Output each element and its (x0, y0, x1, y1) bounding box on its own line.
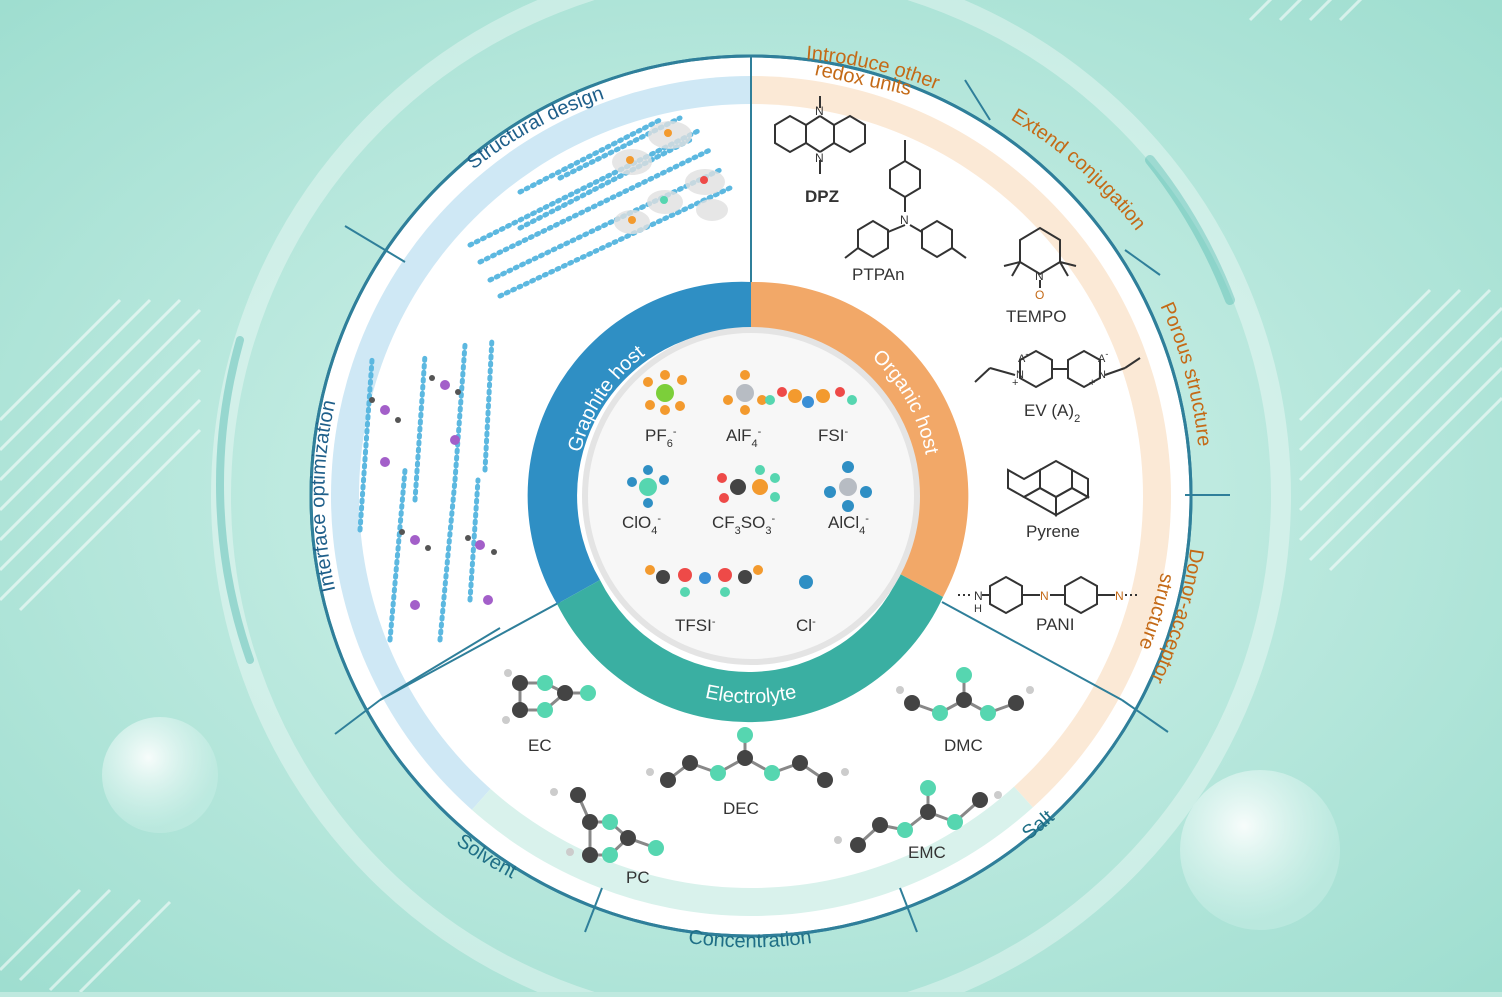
pani-n3: N (1115, 589, 1124, 603)
dec-model (646, 727, 849, 788)
clo4-model (627, 465, 669, 508)
pc-model (550, 787, 664, 863)
dpz-structure (774, 96, 866, 174)
pyrene-structure (1007, 459, 1091, 517)
ec-model (502, 669, 596, 724)
pani-h: H (974, 603, 982, 615)
cf3so3-model (717, 465, 780, 503)
anion-cf3so3: CF3SO3- (712, 513, 775, 537)
fsi-model (765, 387, 857, 408)
label-ptpan: PTPAn (852, 265, 905, 284)
outer-arc-left (216, 336, 254, 664)
pani-n1: N (974, 589, 983, 603)
dpz-n-top: N (815, 104, 824, 118)
anion-cl: Cl- (796, 616, 816, 635)
label-tempo: TEMPO (1006, 307, 1066, 326)
anion-fsi: FSI- (818, 426, 848, 445)
label-pc: PC (626, 868, 650, 887)
pf6-model (643, 370, 687, 415)
anion-alcl4: AlCl4- (828, 513, 869, 537)
pani-structure (958, 575, 1138, 615)
ptpan-structure (844, 140, 967, 259)
label-emc: EMC (908, 843, 946, 862)
label-ev: EV (A)2 (1024, 401, 1080, 425)
label-ec: EC (528, 736, 552, 755)
dmc-model (896, 667, 1034, 721)
inner-ring-graphite (527, 281, 751, 604)
decor-bubble-right (1180, 770, 1340, 930)
decor-bubble-left (102, 717, 218, 833)
label-dec: DEC (723, 799, 759, 818)
ev-a-right: A- (1098, 349, 1108, 365)
label-dmc: DMC (944, 736, 983, 755)
anion-clo4: ClO4- (622, 513, 661, 537)
tempo-structure (1003, 226, 1077, 288)
anion-tfsi: TFSI- (675, 616, 716, 635)
tfsi-model (645, 565, 763, 597)
label-dpz: DPZ (805, 187, 839, 206)
label-concentration: Concentration (687, 926, 813, 952)
ev-plus-left: + (1012, 377, 1018, 389)
graphite-sheets-structural (467, 115, 733, 299)
inner-ring-electrolyte (557, 574, 943, 723)
ev-n-left: N (1016, 369, 1024, 381)
inner-ring-organic (751, 281, 969, 597)
ev-structure (974, 349, 1141, 389)
tempo-o: O (1035, 288, 1044, 302)
anion-models (627, 370, 872, 597)
intercalated-clusters (612, 121, 728, 234)
dpz-n-bottom: N (815, 151, 824, 165)
outer-arc-right (1145, 155, 1235, 305)
ev-a-left: A- (1018, 349, 1028, 365)
segment-dividers (334, 56, 1230, 933)
label-pani: PANI (1036, 615, 1074, 634)
anion-alf4: AlF4- (726, 426, 762, 450)
anion-pf6: PF6- (645, 426, 677, 450)
ionic-clusters-interface (369, 375, 497, 610)
alf4-model (723, 370, 767, 415)
outer-halo (211, 0, 1291, 997)
label-pyrene: Pyrene (1026, 522, 1080, 541)
tempo-n: N (1035, 269, 1044, 283)
cl-model (799, 575, 813, 589)
emc-model (834, 780, 1002, 853)
alcl4-model (824, 461, 872, 512)
graphite-sheets-interface (357, 335, 495, 643)
ev-plus-right: + (1089, 377, 1095, 389)
ev-n-right: N (1098, 369, 1106, 381)
ptpan-n: N (900, 213, 909, 227)
pani-n2: N (1040, 589, 1049, 603)
